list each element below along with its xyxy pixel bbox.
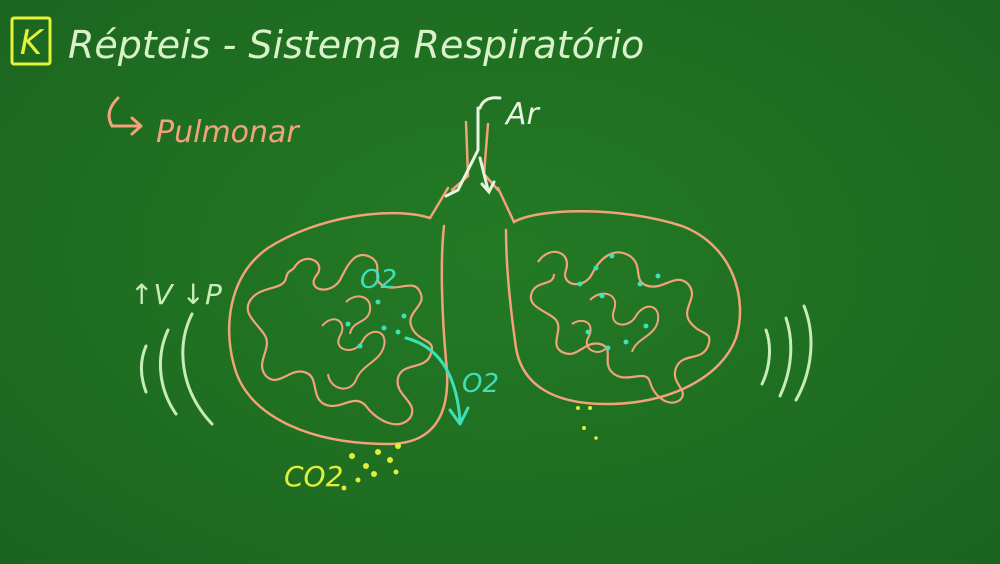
hook-arrow-icon [107,96,142,128]
expansion-lines-left [140,312,214,426]
subtitle-group: Pulmonar [107,96,300,150]
right-lung-outline [496,186,742,406]
left-lung-outline [227,186,450,446]
air-flow-arrows [444,106,496,198]
oxygen-label-inside: O2 [360,265,397,295]
co2-dots-right [576,406,598,440]
left-lung-inner-fold [321,318,386,390]
oxygen-dots-left [345,299,407,349]
oxygen-label-out: O2 [462,369,499,399]
left-lung-inner-fold [345,295,372,335]
co2-label: CO2 [284,460,343,493]
logo-letter: K [20,23,45,63]
volume-pressure-label: ↑V ↓P [130,278,222,311]
page-title: Répteis - Sistema Respiratório [68,23,644,67]
co2-dots [341,443,401,491]
khan-logo: K [10,16,52,66]
right-lung-alveoli [529,250,711,404]
air-label-group: Ar [478,96,541,132]
right-lung-inner-fold [571,319,609,353]
subtitle: Pulmonar [156,115,300,150]
air-label: Ar [504,97,541,132]
oxygen-dots-right [577,253,661,351]
right-lung-inner-fold [589,292,660,353]
oxygen-exit-arrow [404,336,462,422]
expansion-lines-right [760,304,813,402]
left-lung-alveoli [246,253,433,426]
